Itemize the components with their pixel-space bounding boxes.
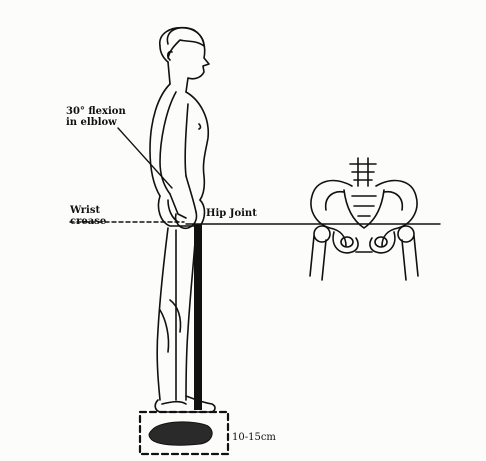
back (150, 84, 170, 196)
hair (160, 28, 204, 58)
elbow-pointer-line (118, 128, 172, 188)
neck (168, 62, 170, 84)
standing-man-figure (150, 28, 215, 412)
upper-arm (160, 92, 176, 194)
elbow-flexion-label-line-2: in elblow (66, 117, 126, 128)
chest (186, 92, 208, 200)
elbow-flexion-label: 30° flexion in elblow (66, 106, 126, 128)
measuring-stick (194, 224, 202, 410)
forearm (170, 194, 186, 218)
right-ilium (376, 181, 417, 246)
hip-joint-label-text: Hip Joint (206, 208, 257, 219)
pelvis-skeleton (310, 158, 418, 280)
hip-joint-label: Hip Joint (206, 208, 257, 219)
distance-label: 10-15cm (232, 432, 276, 443)
distance-label-text: 10-15cm (232, 432, 276, 443)
left-ilium (311, 181, 352, 246)
wrist-crease-label-line-2: crease (70, 216, 106, 227)
wrist-crease-label-line-1: Wrist (70, 205, 106, 216)
wrist-crease-label: Wrist crease (70, 205, 106, 227)
shoe-print (149, 422, 212, 445)
elbow-flexion-label-line-1: 30° flexion (66, 106, 126, 117)
head (167, 28, 209, 92)
